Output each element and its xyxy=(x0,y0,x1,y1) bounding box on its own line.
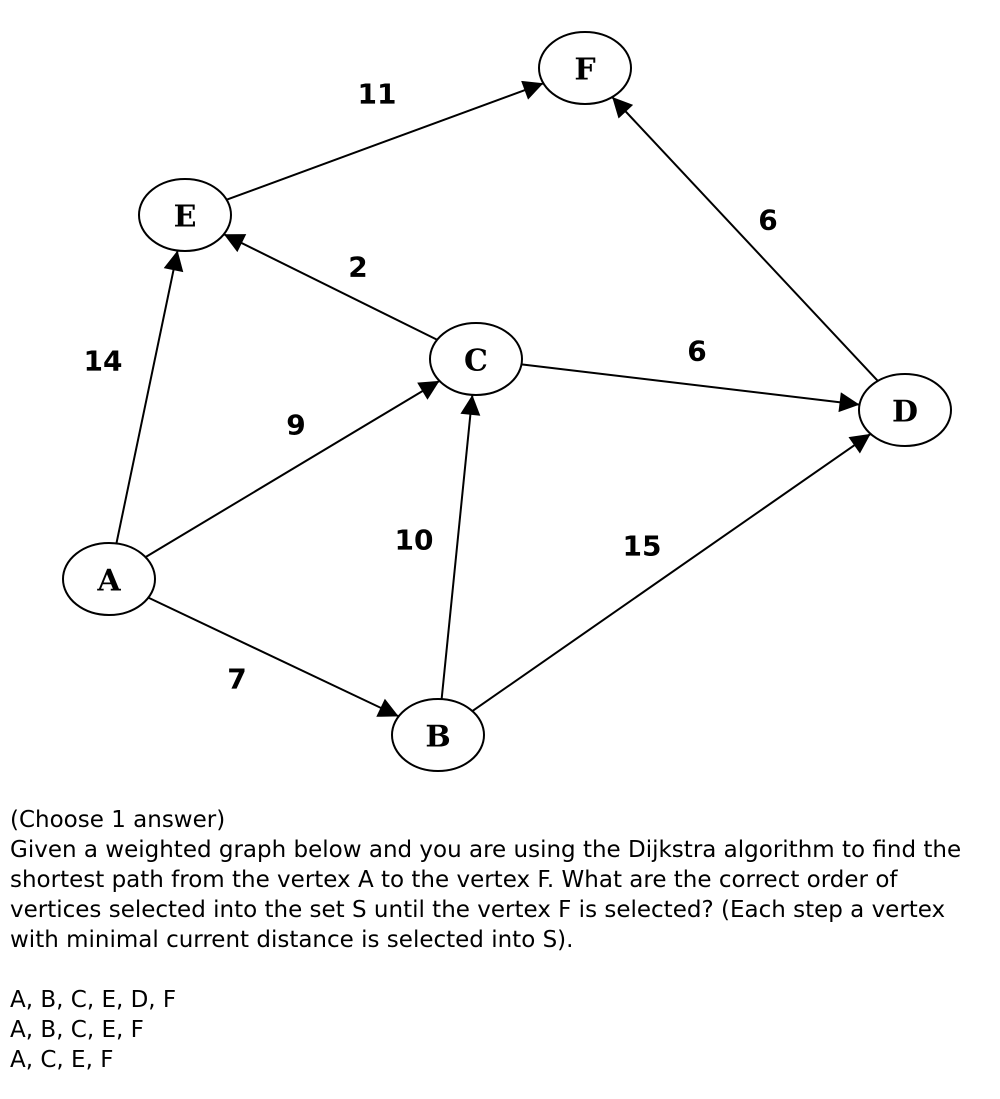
node-E-circle xyxy=(138,178,232,252)
edge-C-E xyxy=(223,233,438,341)
weighted-graph: A B C D E F 14 9 7 10 15 2 6 6 11 xyxy=(62,31,952,772)
edge-weight-E-F: 11 xyxy=(358,78,397,111)
node-B: B xyxy=(391,698,485,772)
edge-weight-C-E: 2 xyxy=(348,251,367,284)
edge-B-C xyxy=(440,394,481,700)
node-A-circle xyxy=(62,542,156,616)
question-block: (Choose 1 answer) Given a weighted graph… xyxy=(10,805,990,1075)
edges-layer xyxy=(115,80,879,718)
node-B-label: B xyxy=(425,720,450,755)
node-D-circle xyxy=(858,373,952,447)
node-F-circle xyxy=(538,31,632,105)
edge-weight-C-D: 6 xyxy=(687,335,706,368)
question-instruction: (Choose 1 answer) xyxy=(10,807,226,833)
edge-A-E xyxy=(115,250,184,544)
edge-E-F xyxy=(226,80,544,201)
answer-options: A, B, C, E, D, F A, B, C, E, F A, C, E, … xyxy=(10,985,990,1075)
node-E: E xyxy=(138,178,232,252)
node-C-circle xyxy=(429,322,523,396)
answer-option-1[interactable]: A, B, C, E, D, F xyxy=(10,987,177,1013)
node-D-label: D xyxy=(892,395,918,430)
node-C: C xyxy=(429,322,523,396)
edge-A-C xyxy=(145,380,440,558)
node-B-circle xyxy=(391,698,485,772)
edge-weight-D-F: 6 xyxy=(758,204,777,237)
node-F-label: F xyxy=(574,53,595,88)
node-A-label: A xyxy=(96,564,121,599)
edge-A-B xyxy=(147,596,400,718)
edge-B-D xyxy=(471,433,872,712)
nodes-layer: A B C D E F xyxy=(62,31,952,772)
edge-weight-B-C: 10 xyxy=(395,524,434,557)
node-D: D xyxy=(858,373,952,447)
node-F: F xyxy=(538,31,632,105)
weights-layer: 14 9 7 10 15 2 6 6 11 xyxy=(84,78,778,696)
question-text: Given a weighted graph below and you are… xyxy=(10,837,962,953)
node-C-label: C xyxy=(464,344,488,379)
node-A: A xyxy=(62,542,156,616)
edge-weight-A-E: 14 xyxy=(84,345,123,378)
answer-option-3[interactable]: A, C, E, F xyxy=(10,1047,114,1073)
edge-weight-A-B: 7 xyxy=(227,663,246,696)
edge-weight-A-C: 9 xyxy=(286,409,305,442)
edge-weight-B-D: 15 xyxy=(623,530,662,563)
node-E-label: E xyxy=(174,200,197,235)
answer-option-2[interactable]: A, B, C, E, F xyxy=(10,1017,144,1043)
edge-D-F xyxy=(611,96,879,382)
edge-C-D xyxy=(521,363,860,413)
